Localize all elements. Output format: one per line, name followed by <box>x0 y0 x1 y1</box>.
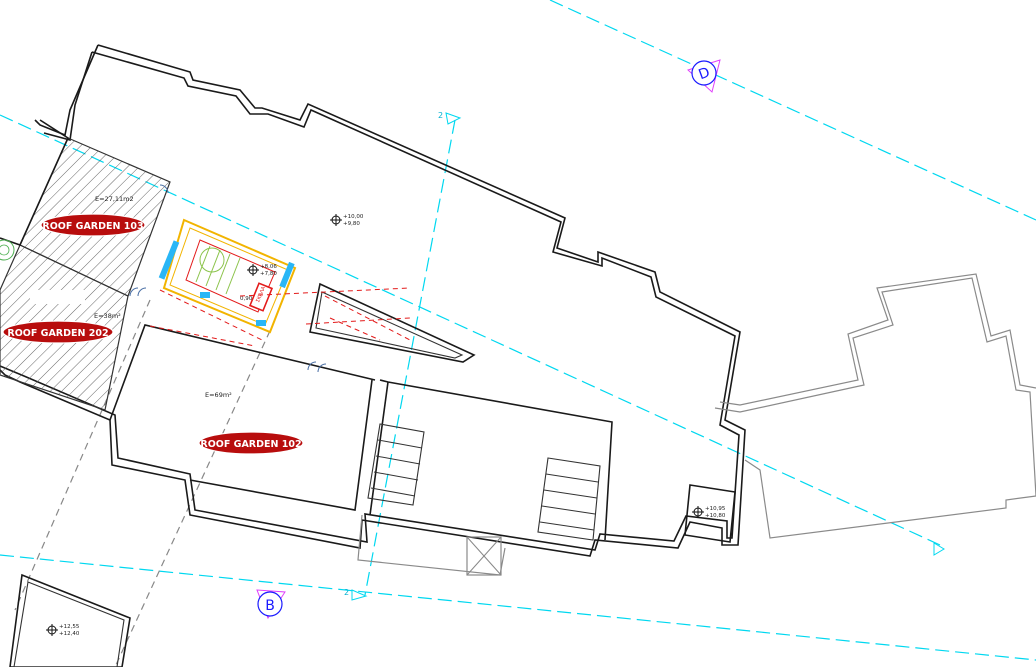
stair-core: ΣΚΑΛΑ 0,90 <box>158 218 297 334</box>
grid-bubble-b: B <box>256 589 286 620</box>
bottom-left-room <box>9 573 131 667</box>
roof-garden-badge: ROOF GARDEN 103 <box>40 213 146 237</box>
stairs-right <box>537 457 601 541</box>
level-top: +10,95 <box>705 506 726 512</box>
adjacent-building-outline <box>714 273 1036 539</box>
hatched-gardens <box>0 119 171 411</box>
level-marker-2: +8,06 +7,80 <box>247 264 277 277</box>
construction-lines <box>14 299 276 667</box>
stair-dimension: 0,90 <box>240 296 253 302</box>
red-dashed-markings <box>149 287 411 347</box>
grid-bubble-d: D <box>687 59 721 93</box>
roof-garden-label: ROOF GARDEN 102 <box>200 439 301 450</box>
area-label: E=27,11m2 <box>95 195 134 203</box>
stairs-left <box>367 423 425 506</box>
grid-number: 2 <box>344 588 349 597</box>
lower-block <box>357 514 506 576</box>
grid-label: B <box>265 598 275 614</box>
grid-label: D <box>697 65 713 84</box>
level-top: +12,55 <box>59 624 80 630</box>
area-label: E=38m² <box>94 312 121 320</box>
inner-rooms <box>109 324 736 543</box>
level-bottom: +9,80 <box>343 221 360 227</box>
level-bottom: +7,80 <box>260 271 277 277</box>
door-symbols <box>129 184 327 373</box>
level-top: +10,00 <box>343 214 364 220</box>
level-marker-4: +12,55 +12,40 <box>46 624 80 637</box>
level-top: +8,06 <box>260 264 277 270</box>
area-label: E=69m² <box>205 391 232 399</box>
level-bottom: +10,80 <box>705 513 726 519</box>
tree-icon <box>0 239 15 261</box>
roof-garden-badge: ROOF GARDEN 102 <box>198 431 304 455</box>
roof-garden-label: ROOF GARDEN 202 <box>7 328 108 339</box>
level-bottom: +12,40 <box>59 631 80 637</box>
level-marker-1: +10,00 +9,80 <box>330 214 364 227</box>
level-marker-3: +10,95 +10,80 <box>692 506 726 519</box>
roof-garden-badge: ROOF GARDEN 202 <box>2 320 114 344</box>
grid-number: 2 <box>438 111 443 120</box>
building-outline <box>0 44 746 557</box>
roof-garden-label: ROOF GARDEN 103 <box>42 221 143 232</box>
